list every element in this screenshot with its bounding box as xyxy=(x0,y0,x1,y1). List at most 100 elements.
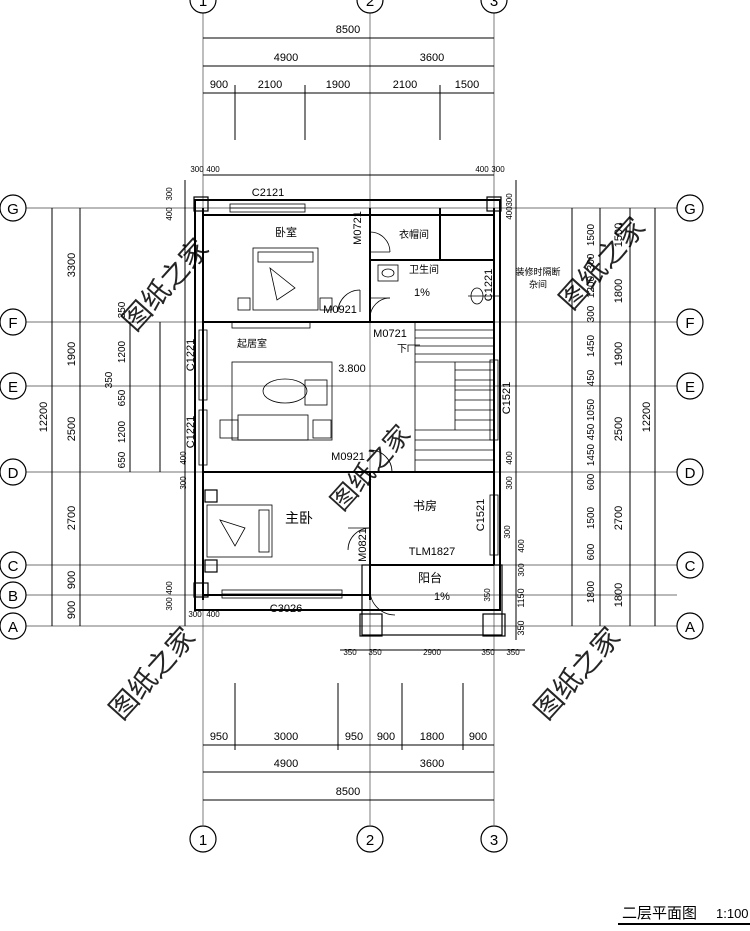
dimension-lines-left xyxy=(51,180,186,626)
dim-top-detail-3: 1900 xyxy=(326,79,350,91)
dim-right-detail-10: 600 xyxy=(586,473,597,490)
watermark-1: 图纸之家 xyxy=(117,233,215,337)
label-door-m0921-a: M0921 xyxy=(323,304,357,316)
axis-label-g-left: G xyxy=(7,201,19,218)
dim-right-small-5: 400 xyxy=(517,539,526,553)
dim-left-sub-4: 2700 xyxy=(66,506,78,530)
axis-label-3-top: 3 xyxy=(490,0,498,10)
axis-label-e-right: E xyxy=(685,379,695,396)
dim-right-small-1: 400 xyxy=(505,206,514,220)
axis-label-c-right: C xyxy=(685,558,696,575)
dim-left-detail-5: 1200 xyxy=(117,420,128,443)
stairs xyxy=(407,321,495,473)
room-wardrobe: 衣帽间 xyxy=(399,228,429,241)
room-storage: 装修时隔断杂间 xyxy=(515,266,560,290)
room-study: 书房 xyxy=(413,498,437,513)
dim-bottom-detail-4: 900 xyxy=(377,731,395,743)
dim-left-sub-1: 3300 xyxy=(66,253,78,277)
axis-label-f-right: F xyxy=(685,315,694,332)
label-window-c3026: C3026 xyxy=(270,603,302,615)
axis-label-3-bottom: 3 xyxy=(490,832,498,849)
axis-label-g-right: G xyxy=(684,201,696,218)
dim-top-sub-2: 3600 xyxy=(420,52,444,64)
dim-left-detail-6: 650 xyxy=(117,451,128,468)
dim-bottom-detail-1: 950 xyxy=(210,731,228,743)
axis-label-a-left: A xyxy=(8,619,18,636)
dim-top-small-left-1: 300 xyxy=(190,165,204,174)
watermark-3: 图纸之家 xyxy=(553,211,651,315)
axis-label-d-left: D xyxy=(8,465,19,482)
dim-top-detail-1: 900 xyxy=(210,79,228,91)
dim-top-detail-4: 2100 xyxy=(393,79,417,91)
dim-right-sub-3: 1900 xyxy=(613,342,625,366)
dim-right-detail-11: 1500 xyxy=(586,506,597,529)
dim-right-detail-8: 450 xyxy=(586,423,597,440)
label-window-c1221-c: C1221 xyxy=(185,416,197,448)
dim-balcony-2: 350 xyxy=(368,648,382,657)
label-elevation: 3.800 xyxy=(338,363,366,375)
dim-left-sub-6: 900 xyxy=(66,601,78,619)
dim-top-small-right-1: 400 xyxy=(475,165,489,174)
dim-right-detail-9: 1450 xyxy=(586,443,597,466)
axis-label-1-top: 1 xyxy=(199,0,207,10)
dim-right-sub-6: 1800 xyxy=(613,583,625,607)
drawing-scale: 1:100 xyxy=(716,906,749,921)
dim-right-detail-4: 300 xyxy=(586,305,597,322)
dim-right-detail-2: 300 xyxy=(586,253,597,270)
balcony-outline xyxy=(361,564,503,636)
axis-label-1-bottom: 1 xyxy=(199,832,207,849)
label-door-tlm1827: TLM1827 xyxy=(409,546,455,558)
dim-bottom-small-left-1: 300 xyxy=(188,610,202,619)
dim-left-sub-5: 900 xyxy=(66,571,78,589)
dim-bottom-detail-2: 3000 xyxy=(274,731,298,743)
room-balcony: 阳台 xyxy=(418,570,442,585)
dim-bottom-detail-5: 1800 xyxy=(420,731,444,743)
room-master: 主卧 xyxy=(285,510,313,526)
dim-right-detail-7: 1050 xyxy=(586,398,597,421)
dimension-lines-top xyxy=(203,37,494,176)
label-window-c1221-b: C1221 xyxy=(185,339,197,371)
bed-master xyxy=(206,504,273,558)
bathroom-fixtures xyxy=(377,264,500,305)
label-window-c1221-a: C1221 xyxy=(483,269,495,301)
dim-right-sub-4: 2500 xyxy=(613,417,625,441)
label-slope-balcony: 1% xyxy=(434,591,450,603)
dim-left-sub-3: 2500 xyxy=(66,417,78,441)
dim-balcony-1: 350 xyxy=(343,648,357,657)
sofa-set xyxy=(219,321,333,441)
dim-bottom-small-left-2: 400 xyxy=(206,610,220,619)
room-living: 起居室 xyxy=(237,337,267,350)
dim-top-sub-1: 4900 xyxy=(274,52,298,64)
dim-right-small-4: 300 xyxy=(505,476,514,490)
columns xyxy=(193,196,506,637)
axis-label-f-left: F xyxy=(8,315,17,332)
label-door-m0821: M0821 xyxy=(357,528,369,562)
label-slope-bath: 1% xyxy=(414,287,430,299)
grid-bubbles xyxy=(0,0,704,853)
dim-bottom-detail-6: 900 xyxy=(469,731,487,743)
dim-bottom-overall: 8500 xyxy=(336,786,360,798)
dim-left-small-5: 300 xyxy=(165,597,174,611)
dim-left-sub-2: 1900 xyxy=(66,342,78,366)
label-door-m0721-a: M0721 xyxy=(352,211,364,245)
dim-top-small-right-2: 300 xyxy=(491,165,505,174)
axis-label-2-top: 2 xyxy=(366,0,374,10)
bed-bedroom xyxy=(237,247,333,311)
room-bathroom: 卫生间 xyxy=(409,263,439,276)
watermark-4: 图纸之家 xyxy=(103,621,201,725)
label-stair-down: 下 xyxy=(397,344,407,355)
axis-label-b-left: B xyxy=(8,588,18,605)
dim-left-small-3: 400 xyxy=(179,451,188,465)
dim-left-small-1: 300 xyxy=(165,187,174,201)
dim-top-detail-2: 2100 xyxy=(258,79,282,91)
dim-left-overall: 12200 xyxy=(38,402,50,433)
label-door-m0921-b: M0921 xyxy=(331,451,365,463)
dim-right-detail-13: 1800 xyxy=(586,580,597,603)
label-window-c1521-b: C1521 xyxy=(475,499,487,531)
windows xyxy=(198,203,499,599)
dim-bottom-sub-2: 3600 xyxy=(420,758,444,770)
dim-right-detail-3: 1200 xyxy=(586,275,597,298)
dim-left-small-4: 300 xyxy=(179,476,188,490)
dim-top-small-left-2: 400 xyxy=(206,165,220,174)
dim-right-detail-1: 1500 xyxy=(586,223,597,246)
